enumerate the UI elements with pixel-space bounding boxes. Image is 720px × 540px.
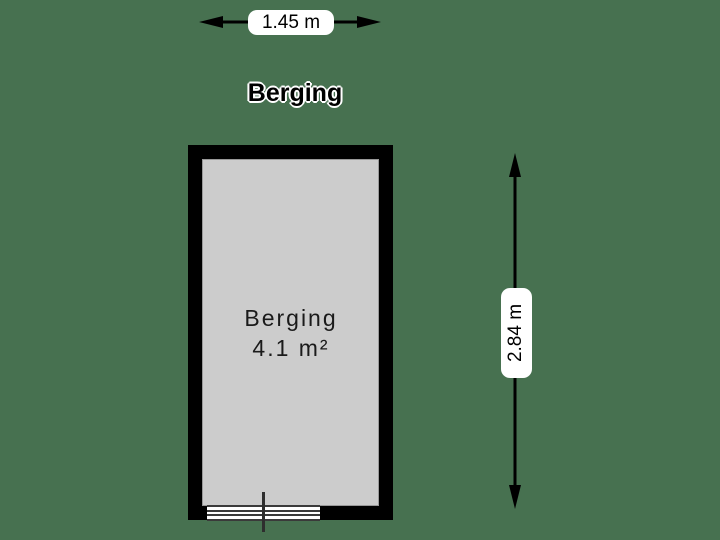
room-walls: [188, 145, 393, 520]
height-dimension-value: 2.84 m: [505, 303, 527, 363]
width-dimension-label: 1.45 m: [248, 10, 334, 35]
room-floor: [202, 159, 379, 506]
width-dimension-value: 1.45 m: [261, 11, 321, 33]
room-area: 4.1 m²: [252, 335, 330, 361]
window-center-marker: [262, 492, 265, 532]
room-label: Berging 4.1 m²: [244, 303, 337, 363]
plan-title: Berging: [247, 79, 343, 107]
room-name: Berging: [244, 305, 338, 331]
height-dimension-label: 2.84 m: [501, 288, 532, 378]
